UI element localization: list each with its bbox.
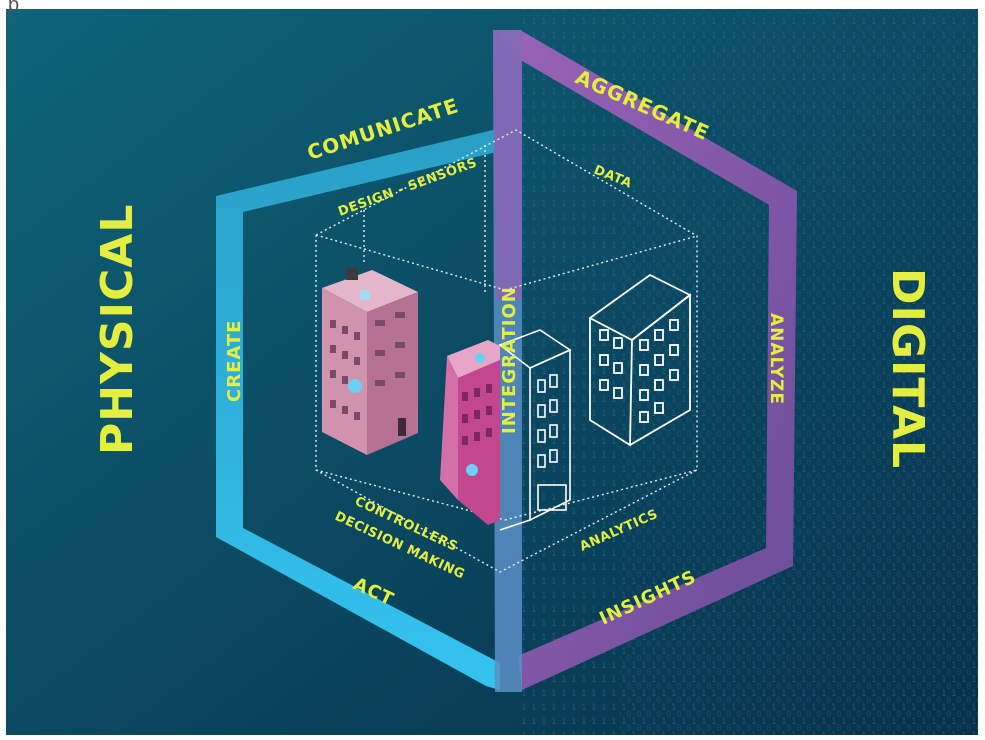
inner-cube-outline xyxy=(315,129,698,573)
physical-building-magenta xyxy=(440,340,500,525)
physical-building-pink xyxy=(322,268,418,455)
header-fragment: p xyxy=(8,0,19,16)
physical-label: PHYSICAL xyxy=(92,204,143,455)
digital-building-dark xyxy=(498,329,572,531)
analyze-label: ANALYZE xyxy=(766,313,786,405)
create-label: CREATE xyxy=(224,320,245,402)
digital-building-white xyxy=(588,273,692,447)
digital-label: DIGITAL xyxy=(882,268,933,469)
integration-label: INTEGRATION xyxy=(499,286,520,434)
